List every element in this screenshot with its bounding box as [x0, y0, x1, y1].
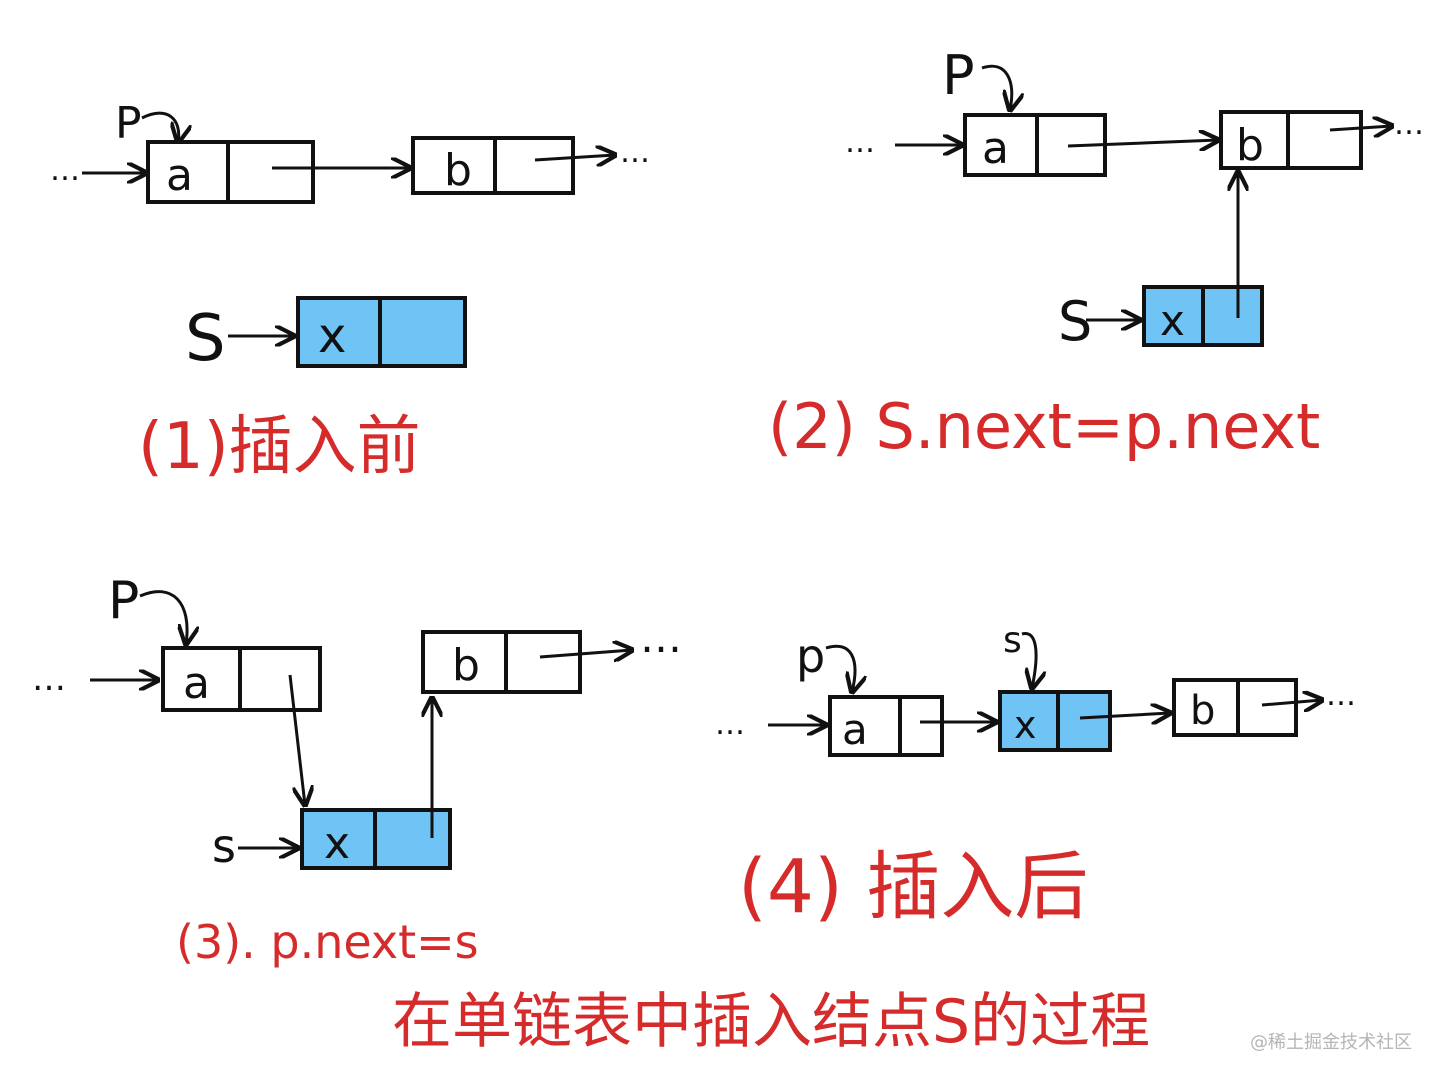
- node-x-1: x: [296, 296, 467, 368]
- node-x-2: x: [1142, 285, 1264, 347]
- ellipsis-right-4: …: [1326, 678, 1356, 713]
- watermark: @稀土掘金技术社区: [1250, 1032, 1412, 1053]
- node-b-4: b: [1172, 678, 1298, 737]
- pointer-p-label-4: p: [796, 629, 825, 683]
- ellipsis-right-2: …: [1394, 107, 1424, 142]
- step-3-link-a-to-s: … P a b … s x (3). p.next=s: [32, 571, 682, 969]
- pointer-s-label-1: S: [185, 302, 226, 376]
- node-b-2: b: [1219, 110, 1363, 171]
- node-b-3: b: [421, 630, 582, 694]
- caption-step-3: (3). p.next=s: [176, 915, 479, 969]
- node-b-1: b: [411, 136, 575, 196]
- node-b-label-2: b: [1236, 120, 1264, 171]
- step-2-link-s-to-b: … P a b … S x (2) S.next=p.next: [768, 44, 1424, 463]
- caption-step-1: (1)插入前: [138, 410, 421, 484]
- ellipsis-left-3: …: [32, 659, 66, 699]
- node-x-label-3: x: [324, 818, 350, 869]
- node-a-1: a: [146, 140, 315, 204]
- ellipsis-left-1: …: [50, 153, 80, 188]
- ellipsis-left-4: …: [715, 707, 745, 742]
- node-a-label-2: a: [982, 123, 1009, 174]
- node-x-4: x: [998, 690, 1112, 752]
- pointer-s-label-3: s: [212, 819, 236, 873]
- pointer-p-label-1: P: [115, 98, 142, 149]
- ellipsis-left-2: …: [845, 125, 875, 160]
- node-a-label-3: a: [183, 658, 210, 709]
- node-a-label-1: a: [166, 150, 193, 201]
- node-a-label-4: a: [842, 705, 868, 754]
- pointer-p-label-3: P: [108, 571, 139, 631]
- node-a-3: a: [161, 646, 322, 712]
- step-1-before-insert: … P a b … S x (1)插入前: [50, 98, 650, 484]
- diagram-title: 在单链表中插入结点S的过程: [392, 987, 1150, 1057]
- node-b-label-1: b: [444, 145, 472, 196]
- node-x-label-2: x: [1160, 296, 1185, 345]
- caption-step-4: (4) 插入后: [738, 844, 1088, 930]
- pointer-s-label-4: s: [1003, 620, 1022, 661]
- ellipsis-right-1: …: [620, 135, 650, 170]
- caption-step-2: (2) S.next=p.next: [768, 390, 1320, 463]
- node-x-label-1: x: [318, 308, 346, 364]
- node-x-3: x: [300, 808, 452, 870]
- ellipsis-right-3: …: [640, 613, 682, 662]
- node-b-label-4: b: [1190, 688, 1215, 734]
- node-x-label-4: x: [1014, 703, 1037, 747]
- node-a-4: a: [828, 695, 944, 757]
- node-b-label-3: b: [452, 640, 480, 691]
- pointer-p-label-2: P: [942, 44, 975, 107]
- step-4-after-insert: … p a s x b … (4) 插入后: [715, 620, 1356, 930]
